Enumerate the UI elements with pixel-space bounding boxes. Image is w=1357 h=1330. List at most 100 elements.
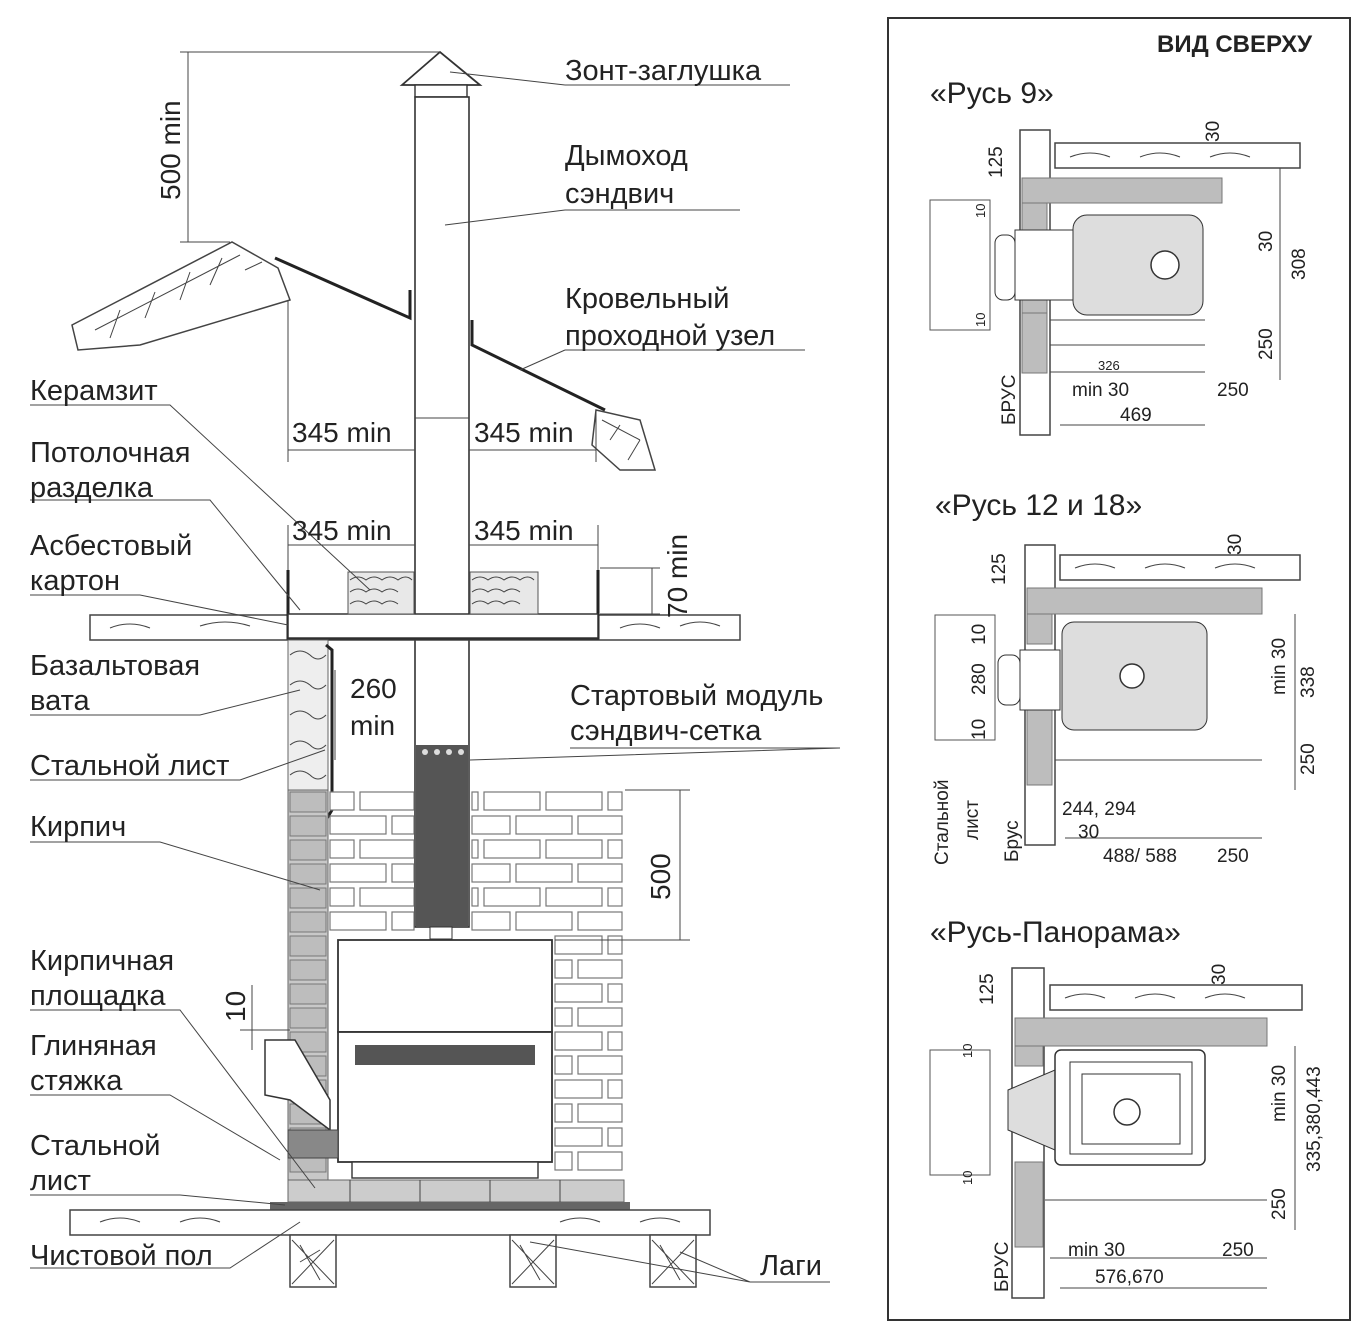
- svg-text:30: 30: [1078, 822, 1099, 843]
- start-module-mesh: [416, 745, 468, 927]
- brick: [607, 935, 623, 955]
- dim-above-stove: 500: [645, 853, 676, 900]
- brick: [545, 887, 603, 907]
- label-finish-floor: Чистовой пол: [30, 1240, 213, 1272]
- umbrella-cap: [399, 50, 483, 86]
- top-view-header: ВИД СВЕРХУ: [1157, 31, 1313, 58]
- brick: [554, 1007, 573, 1027]
- label-asbestos-2: картон: [30, 565, 120, 597]
- brick: [515, 911, 573, 931]
- brick: [483, 887, 541, 907]
- brick: [471, 839, 479, 859]
- brick: [577, 863, 623, 883]
- svg-text:лист: лист: [962, 800, 983, 840]
- svg-text:250: 250: [1222, 1240, 1254, 1261]
- brick: [391, 863, 415, 883]
- label-joists: Лаги: [760, 1250, 822, 1282]
- top-view-panel: ВИД СВЕРХУ «Русь 9» 30 125 10 10 30: [887, 17, 1351, 1321]
- label-keramzit: Керамзит: [30, 375, 158, 407]
- label-brick: Кирпич: [30, 811, 126, 843]
- brick: [554, 1079, 603, 1099]
- brick: [471, 815, 511, 835]
- label-chimney-1: Дымоход: [565, 140, 688, 172]
- svg-text:488/ 588: 488/ 588: [1103, 846, 1177, 867]
- brick: [471, 863, 511, 883]
- brick: [483, 791, 541, 811]
- dim-ceil-left: 345 min: [292, 515, 392, 546]
- basalt-wool-wall: [287, 639, 334, 821]
- svg-text:125: 125: [977, 973, 998, 1005]
- brick: [607, 791, 623, 811]
- brick: [607, 1031, 623, 1051]
- svg-text:10: 10: [973, 313, 988, 327]
- svg-text:244, 294: 244, 294: [1062, 799, 1136, 820]
- leader-lines: [30, 71, 841, 1283]
- brick: [329, 839, 355, 859]
- svg-text:БРУС: БРУС: [992, 1241, 1013, 1292]
- label-brick-pad-2: площадка: [30, 980, 166, 1012]
- label-steel-sheet2-2: лист: [30, 1165, 91, 1197]
- brick: [554, 1103, 573, 1123]
- label-chimney-2: сэндвич: [565, 178, 674, 210]
- svg-text:250: 250: [1217, 846, 1249, 867]
- brick: [554, 935, 603, 955]
- label-clay-screed-1: Глиняная: [30, 1030, 157, 1062]
- svg-text:338: 338: [1298, 666, 1319, 698]
- label-asbestos-1: Асбестовый: [30, 530, 192, 562]
- svg-text:30: 30: [1256, 231, 1277, 252]
- brick: [359, 887, 415, 907]
- dim-ceil-height: 70 min: [662, 534, 693, 618]
- brick: [329, 911, 387, 931]
- svg-text:10: 10: [960, 1171, 975, 1185]
- label-roof-node-1: Кровельный: [565, 283, 729, 315]
- svg-text:125: 125: [989, 553, 1010, 585]
- dim-roof-left: 345 min: [292, 417, 392, 448]
- roof-right: [470, 320, 657, 471]
- brick: [607, 1127, 623, 1147]
- brick: [607, 887, 623, 907]
- brick: [577, 1055, 623, 1075]
- dim-ceil-right: 345 min: [474, 515, 574, 546]
- finish-floor: [69, 1209, 711, 1236]
- svg-text:469: 469: [1120, 405, 1152, 426]
- label-umbrella: Зонт-заглушка: [565, 55, 762, 87]
- brick: [329, 791, 355, 811]
- rus9-title: «Русь 9»: [930, 77, 1054, 110]
- brick: [515, 815, 573, 835]
- panorama-title: «Русь-Панорама»: [930, 916, 1181, 949]
- rus12-title: «Русь 12 и 18»: [935, 489, 1142, 522]
- brick: [607, 839, 623, 859]
- brick: [483, 839, 541, 859]
- brick-wall: [287, 789, 623, 1191]
- roof-left: [71, 241, 412, 351]
- brick: [471, 911, 511, 931]
- label-start-module-1: Стартовый модуль: [570, 680, 823, 712]
- svg-text:250: 250: [1256, 328, 1277, 360]
- brick: [289, 935, 327, 957]
- brick: [289, 983, 327, 1005]
- svg-text:БРУС: БРУС: [999, 374, 1020, 425]
- brick: [289, 1007, 327, 1029]
- svg-text:250: 250: [1217, 380, 1249, 401]
- brick: [289, 839, 327, 861]
- label-steel-sheet2-1: Стальной: [30, 1130, 160, 1162]
- svg-text:min 30: min 30: [1068, 1240, 1125, 1261]
- keramzit-fill: [347, 571, 539, 615]
- svg-text:10: 10: [973, 204, 988, 218]
- view-rus12: «Русь 12 и 18» 30 125 10 280 10 min 30 3…: [932, 489, 1319, 867]
- brick: [554, 983, 603, 1003]
- svg-text:Стальной: Стальной: [932, 780, 953, 865]
- label-clay-screed-2: стяжка: [30, 1065, 123, 1097]
- brick: [391, 911, 415, 931]
- brick: [359, 839, 415, 859]
- svg-text:Брус: Брус: [1002, 820, 1023, 862]
- label-ceiling-cut-2: разделка: [30, 472, 154, 504]
- svg-text:125: 125: [986, 146, 1007, 178]
- svg-text:280: 280: [969, 663, 990, 695]
- brick: [554, 1127, 603, 1147]
- brick: [577, 815, 623, 835]
- svg-text:10: 10: [969, 719, 990, 740]
- svg-text:250: 250: [1298, 743, 1319, 775]
- brick: [289, 815, 327, 837]
- svg-text:min 30: min 30: [1269, 638, 1290, 695]
